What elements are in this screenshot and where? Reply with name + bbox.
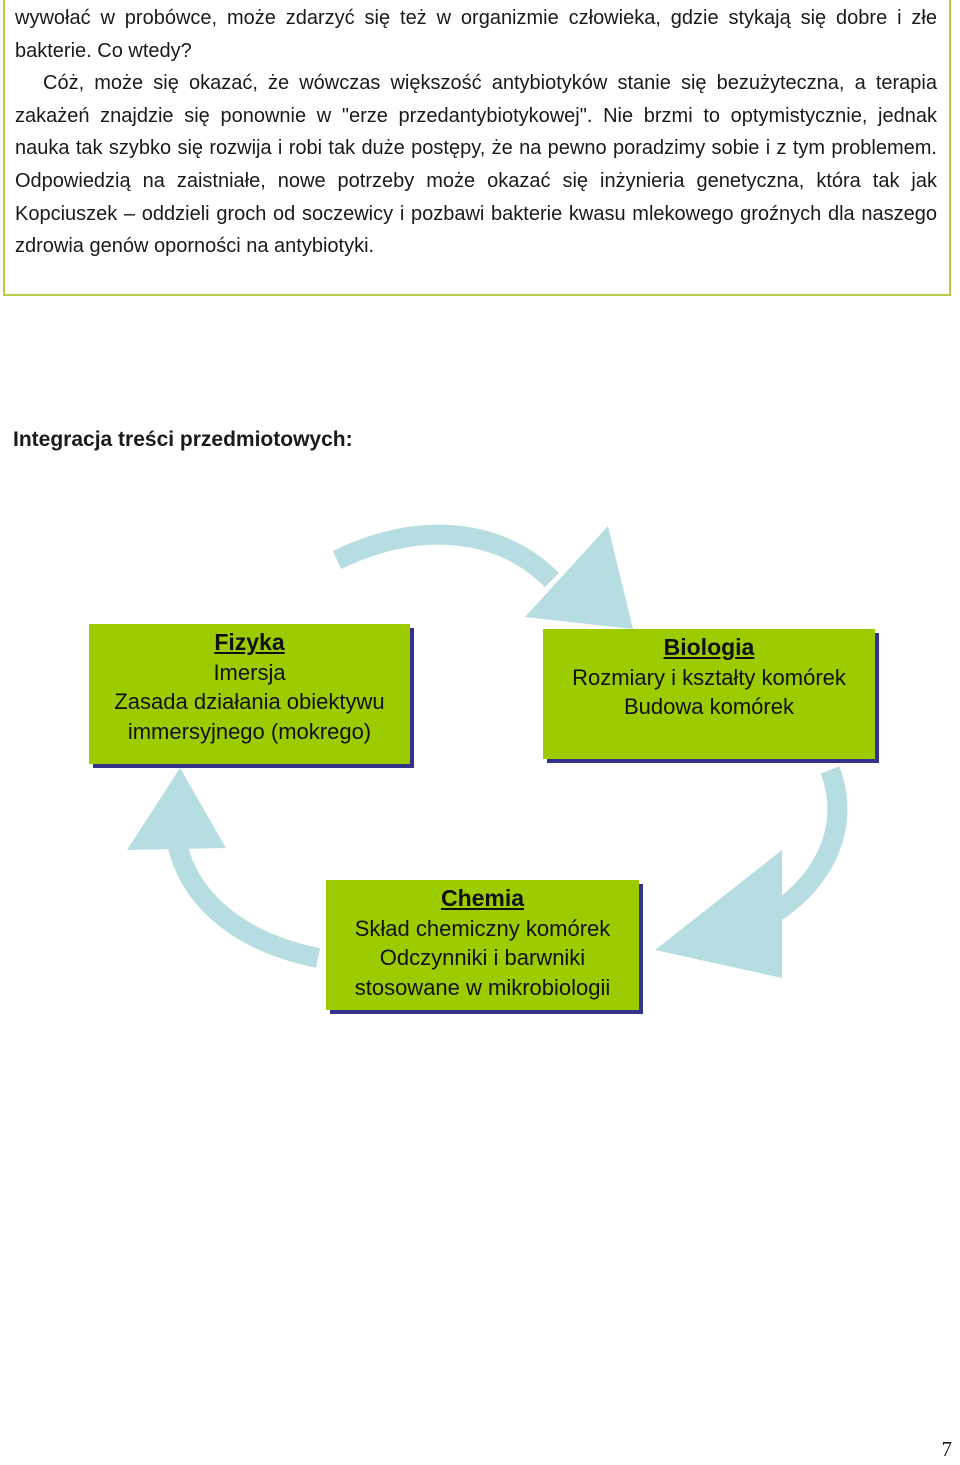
page-number: 7 [941, 1437, 953, 1461]
arrow-biologia-to-chemia-icon [760, 766, 848, 927]
arrow-head-left-icon [127, 768, 226, 850]
integration-cycle-diagram: Fizyka Imersja Zasada działania obiektyw… [0, 500, 960, 1060]
arrow-fizyka-to-biologia-icon [332, 524, 560, 588]
fizyka-line: Imersja [213, 659, 286, 685]
paragraph-main: Cóż, może się okazać, że wówczas większo… [15, 72, 937, 258]
cycle-arrows [127, 524, 848, 978]
section-heading: Integracja treści przedmiotowych: [13, 428, 353, 451]
box-chemia: Chemia Skład chemiczny komórek Odczynnik… [326, 880, 639, 1010]
chemia-line: Odczynniki i barwniki [379, 945, 586, 970]
biologia-line: Rozmiary i kształty komórek [572, 664, 846, 690]
biologia-line: Budowa komórek [624, 694, 794, 719]
chemia-line: stosowane w mikrobiologii [354, 974, 611, 1000]
chemia-title: Chemia [440, 885, 525, 911]
fizyka-line: immersyjnego (mokrego) [127, 718, 372, 744]
chemia-line: Skład chemiczny komórek [354, 915, 611, 941]
box-biologia: Biologia Rozmiary i kształty komórek Bud… [543, 629, 875, 759]
arrow-head-top-icon [525, 526, 633, 629]
fizyka-line: Zasada działania obiektywu [114, 689, 385, 714]
text-frame: wywołać w probówce, może zdarzyć się też… [3, 0, 951, 296]
paragraph-intro: wywołać w probówce, może zdarzyć się też… [15, 7, 937, 62]
arrow-head-right-icon [655, 850, 782, 978]
biologia-title: Biologia [663, 634, 755, 660]
fizyka-title: Fizyka [214, 629, 285, 655]
arrow-chemia-to-fizyka-icon [165, 826, 321, 968]
box-fizyka: Fizyka Imersja Zasada działania obiektyw… [89, 624, 410, 764]
